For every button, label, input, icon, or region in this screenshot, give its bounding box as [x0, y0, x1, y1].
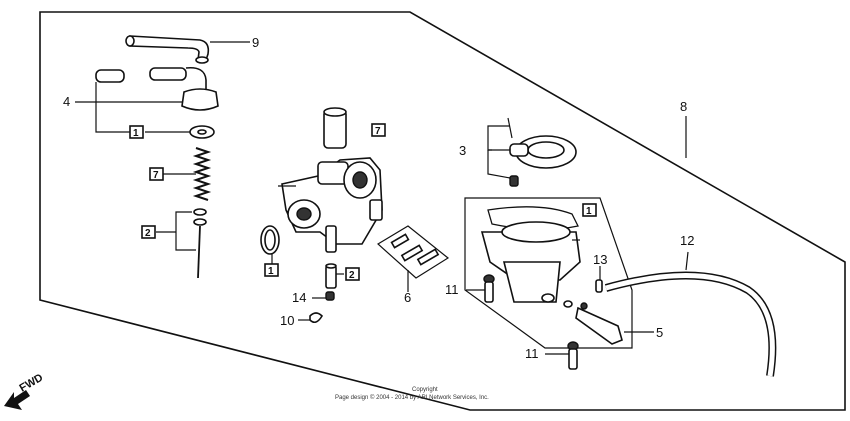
screw-11-upper [466, 274, 495, 303]
label-9: 9 [252, 35, 259, 50]
label-5: 5 [656, 325, 663, 340]
label-12: 12 [680, 233, 694, 248]
box-ref-2-carb: 2 [345, 267, 360, 281]
svg-text:1: 1 [133, 128, 139, 139]
carburetor-body-frame [464, 197, 633, 349]
label-8: 8 [680, 99, 687, 114]
box-ref-7-left: 7 [149, 167, 164, 181]
copyright-line-1: Copyright [412, 387, 438, 393]
svg-text:FWD: FWD [18, 372, 46, 395]
box-ref-1-float: 1 [582, 203, 597, 217]
svg-text:2: 2 [349, 270, 355, 281]
throttle-spring [162, 147, 212, 201]
jet-needle [156, 208, 207, 279]
carburetor-body [278, 107, 383, 253]
main-jet [298, 263, 344, 324]
svg-text:1: 1 [586, 206, 592, 217]
label-13: 13 [593, 252, 607, 267]
svg-text:7: 7 [375, 126, 381, 137]
box-ref-1-carb: 1 [264, 263, 279, 277]
float-chamber [480, 206, 581, 303]
part-12-overflow-tube [604, 251, 777, 377]
part-6-screw-kit [376, 225, 450, 292]
box-ref-7-carb: 7 [371, 123, 386, 137]
svg-text:7: 7 [153, 170, 159, 181]
copyright-line-2: Page design © 2004 - 2014 by ARI Network… [335, 394, 489, 401]
svg-text:1: 1 [268, 266, 274, 277]
label-3: 3 [459, 143, 466, 158]
label-11-upper: 11 [445, 282, 459, 297]
svg-text:2: 2 [145, 228, 151, 239]
box-ref-1-top: 1 [129, 125, 144, 139]
fwd-arrow: FWD [4, 372, 45, 410]
part-13-pin [595, 279, 603, 293]
label-10: 10 [280, 313, 294, 328]
label-4: 4 [63, 94, 70, 109]
part-5-drain-screw [563, 300, 654, 345]
part-3-throttle-cap [487, 117, 577, 187]
box-ref-2-left: 2 [141, 225, 156, 239]
part-9-breather-tube [125, 35, 250, 64]
label-6: 6 [404, 290, 411, 305]
label-14: 14 [292, 290, 306, 305]
washer-hole [197, 129, 207, 135]
part-4-carb-top [75, 66, 219, 133]
diagram-frame [39, 11, 846, 411]
label-11-lower: 11 [525, 346, 539, 361]
screw-11-lower [545, 341, 579, 370]
